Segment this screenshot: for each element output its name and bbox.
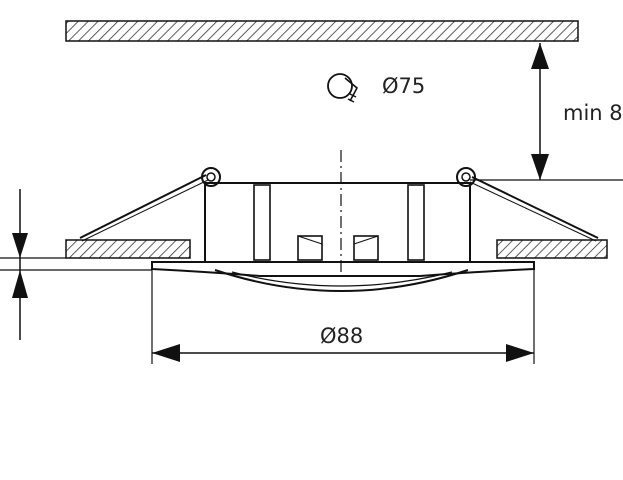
panel-thickness-dimension — [0, 189, 152, 340]
min-depth-label: min 8 — [563, 101, 623, 125]
ceiling-slab — [65, 20, 579, 42]
trim-ring — [151, 261, 535, 292]
spring-clip-right — [456, 167, 599, 242]
panel-right — [496, 239, 608, 259]
cutout-diameter-label: Ø75 — [382, 74, 425, 98]
min-depth-dimension — [470, 43, 623, 181]
panel-left — [65, 239, 191, 259]
outer-diameter-label: Ø88 — [320, 324, 363, 348]
lamp-housing — [204, 182, 471, 263]
spring-clip-left — [79, 167, 221, 242]
drill-hole-icon — [327, 73, 359, 103]
outer-diameter-dimension — [151, 268, 535, 364]
